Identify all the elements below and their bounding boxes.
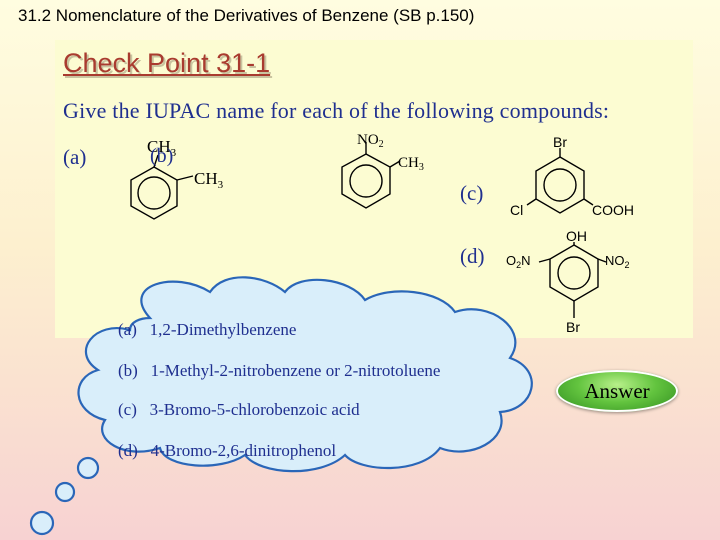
a-top-sub: 3 (171, 147, 177, 159)
answer-c: (c) 3-Bromo-5-chlorobenzoic acid (118, 400, 360, 419)
b-no2: NO (357, 132, 379, 148)
c-cl: Cl (510, 202, 523, 218)
answer-a: (a) 1,2-Dimethylbenzene (118, 320, 297, 339)
structure-d (538, 242, 607, 318)
slide-header: 31.2 Nomenclature of the Derivatives of … (18, 6, 475, 25)
c-cooh: COOH (592, 202, 634, 218)
question-instruction: Give the IUPAC name for each of the foll… (63, 98, 610, 123)
svg-text:NO2: NO2 (605, 253, 630, 270)
structure-a (130, 154, 194, 220)
svg-text:CH3: CH3 (194, 169, 224, 191)
c-br: Br (553, 134, 567, 150)
label-d: (d) (460, 244, 485, 268)
svg-text:NO2: NO2 (357, 132, 384, 150)
label-a: (a) (63, 145, 87, 169)
d-br: Br (566, 319, 580, 335)
answer-b: (b) 1-Methyl-2-nitrobenzene or 2-nitroto… (118, 361, 441, 380)
answer-d: (d) 4-Bromo-2,6-dinitrophenol (118, 441, 337, 460)
d-no2-sub: 2 (625, 260, 630, 270)
b-no2-sub: 2 (379, 139, 384, 150)
d-o2n-sub: 2 (516, 260, 521, 270)
svg-text:CH3: CH3 (147, 137, 177, 159)
a-right-sub: 3 (218, 179, 224, 191)
checkpoint-title: Check Point 31-1 (63, 48, 271, 78)
d-o2n-o: O (506, 253, 516, 268)
d-no2: NO (605, 253, 625, 268)
b-ch3-sub: 3 (419, 162, 424, 173)
label-c: (c) (460, 181, 484, 205)
structure-c (526, 148, 594, 214)
label-b: (b) (150, 145, 174, 167)
structure-b (341, 142, 401, 209)
b-ch3: CH (398, 155, 419, 171)
svg-text:CH3: CH3 (398, 155, 424, 173)
a-top-ch: CH (147, 137, 171, 156)
svg-text:O2N: O2N (506, 253, 531, 270)
d-o2n-n: N (521, 253, 530, 268)
a-right-ch: CH (194, 169, 218, 188)
d-oh: OH (566, 228, 587, 244)
answer-button[interactable]: Answer (556, 370, 678, 412)
